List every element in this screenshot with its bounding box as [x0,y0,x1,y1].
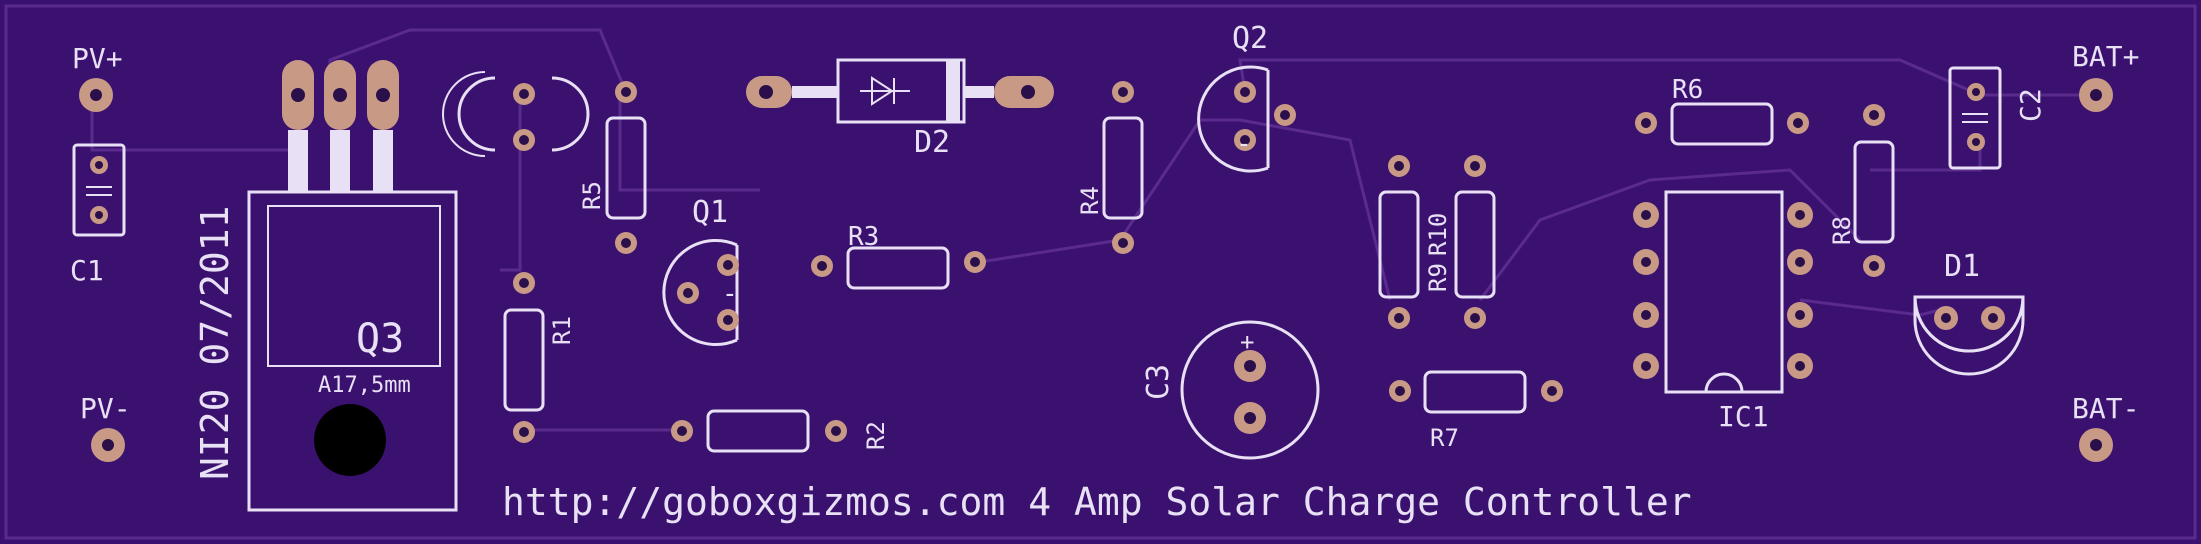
capacitor-c1: C1 [70,143,126,287]
heatsink-note: A17,5mm [318,373,411,398]
resistor-r8: R8 [1828,104,1895,277]
pv-minus-terminal: PV- [80,392,131,462]
diode-d2: D2 [746,58,1054,160]
q1-label: Q1 [692,195,728,230]
resistor-r10: R10 [1424,155,1496,329]
c1-label: C1 [70,254,104,287]
resistor-r4: R4 [1076,81,1144,254]
bat-plus-terminal: BAT+ [2072,40,2139,112]
c3-label: C3 [1141,364,1176,400]
led-indicator [442,71,590,157]
r6-label: R6 [1672,75,1703,105]
c3-polarity: + [1240,328,1254,356]
r8-label: R8 [1828,216,1856,245]
ic1-dip8: IC1 [1633,190,1813,433]
resistor-r3: R3 [811,222,986,290]
capacitor-c2: C2 [1948,66,2047,170]
r1-label: R1 [548,316,576,345]
bat-minus-terminal: BAT- [2072,392,2139,462]
r10-label: R10 [1424,213,1452,256]
transistor-q1: Q1 - [662,195,739,346]
d2-label: D2 [914,125,950,160]
r7-label: R7 [1430,424,1459,452]
c2-label: C2 [2014,88,2047,122]
board-url-text: http://goboxgizmos.com 4 Amp Solar Charg… [502,480,1692,524]
pv-minus-label: PV- [80,392,131,425]
q1-mark: - [722,279,738,309]
q2-label: Q2 [1232,21,1268,56]
ic1-label: IC1 [1718,400,1769,433]
resistor-r9: R9 [1378,155,1452,329]
r9-label: R9 [1424,263,1452,292]
r2-label: R2 [862,421,890,450]
r5-label: R5 [578,181,606,210]
resistor-r5: R5 [578,81,647,254]
board-date-text: NI20 07/2011 [193,205,237,480]
pv-plus-terminal: PV+ [72,42,123,112]
resistor-r7: R7 [1389,370,1563,452]
board-outline [4,4,2197,540]
resistor-r1: R1 [503,272,576,443]
d1-label: D1 [1944,249,1980,284]
regulator-q3: Q3 A17,5mm [247,60,458,512]
r4-label: R4 [1076,186,1104,215]
q2-mark: - [1236,129,1252,159]
transistor-q2: Q2 - [1197,21,1296,173]
bat-minus-label: BAT- [2072,392,2139,425]
resistor-r6: R6 [1635,75,1809,146]
bat-plus-label: BAT+ [2072,40,2139,73]
diode-d1: D1 [1913,249,2025,376]
resistor-r2: R2 [671,409,890,453]
q3-label: Q3 [356,316,404,362]
capacitor-c3: + C3 [1141,320,1320,460]
pv-plus-label: PV+ [72,42,123,75]
